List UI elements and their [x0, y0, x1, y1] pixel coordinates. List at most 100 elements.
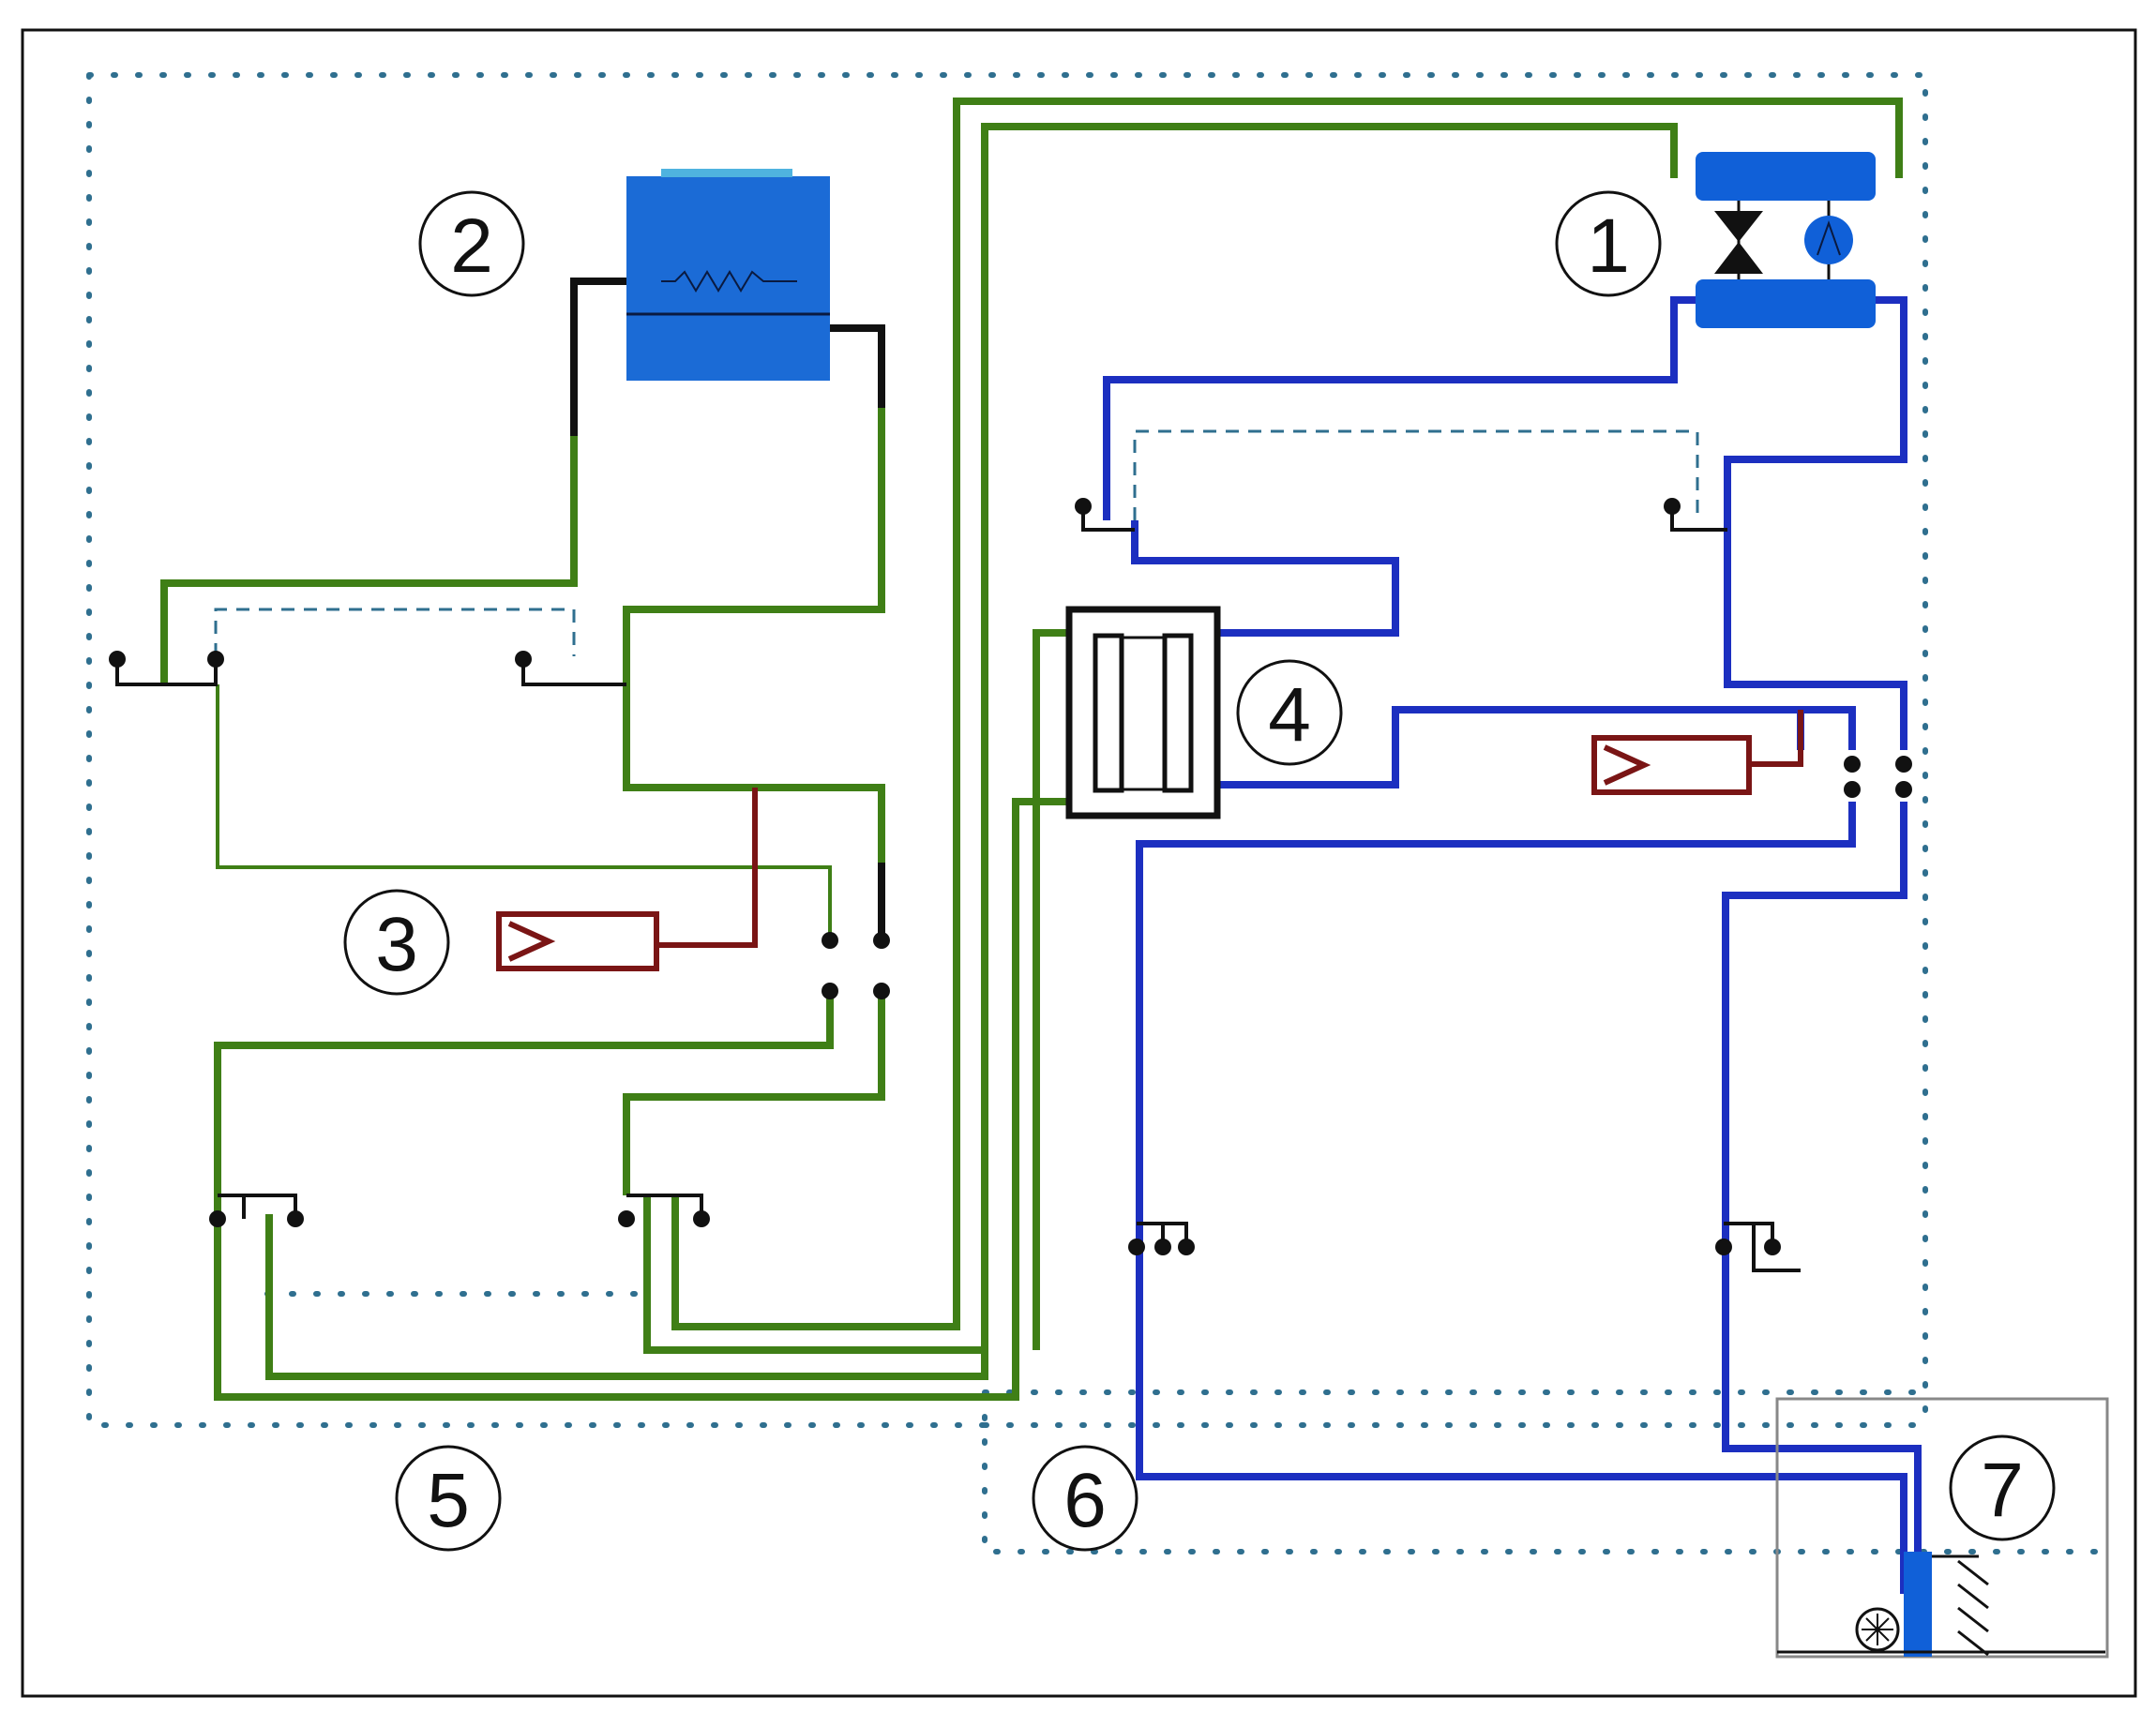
junction-left-1 — [109, 651, 224, 686]
junction-right-1-dot — [1075, 498, 1092, 515]
marker-7-label: 7 — [1981, 1448, 2024, 1533]
marker-5-circle — [395, 1445, 502, 1552]
valve-pair-left — [822, 932, 890, 999]
blue-pipe-hp-left — [1103, 296, 1697, 637]
valve-pair-right-dot-2 — [1895, 756, 1912, 773]
manifold-left-bar — [218, 1194, 297, 1219]
manifold-mid — [618, 1194, 710, 1227]
marker-2-circle — [418, 190, 525, 297]
tank-with-heater-icon — [626, 169, 830, 381]
junction-right-2-dot — [1664, 498, 1681, 515]
manifold-blue-right-dot-2 — [1764, 1239, 1781, 1255]
marker-6-label: 6 — [1063, 1458, 1107, 1543]
valve-pair-left-dot-1 — [822, 932, 838, 949]
blue-pipe-hx-loop — [1217, 706, 1856, 788]
marker-2-label: 2 — [450, 203, 493, 289]
electric-heater-top-icon — [1591, 735, 1752, 795]
manifold-blue-left — [1128, 1222, 1195, 1255]
junction-right-2 — [1664, 498, 1727, 532]
compressor-icon — [1804, 216, 1853, 264]
valve-pair-left-dot-3 — [822, 983, 838, 999]
junction-left-1-dot-a — [109, 651, 126, 668]
zone-5-boundary — [86, 72, 1928, 1428]
marker-4: 4 — [1236, 659, 1343, 766]
tank-body — [626, 176, 830, 381]
plate-heat-exchanger-icon — [1065, 606, 1221, 819]
heater-top-pipe — [1749, 710, 1803, 767]
compressor-symbol — [1817, 219, 1841, 256]
ground-source-unit-icon — [1775, 1397, 2109, 1659]
manifold-mid-dot-2 — [693, 1210, 710, 1227]
green-pipe-tank-left — [160, 436, 578, 684]
blue-pipe-return — [1136, 802, 1907, 1594]
green-pipe-mid-loop-2 — [671, 98, 1903, 1330]
heater-top-symbol — [1603, 744, 1651, 786]
manifold-left-dot-1 — [209, 1210, 226, 1227]
heater-left-body — [496, 911, 659, 971]
heat-pump-condenser — [1696, 152, 1876, 201]
heat-exchanger-frame — [1065, 606, 1221, 819]
dotted-zone-boundaries — [86, 72, 2108, 1554]
valve-pair-left-dot-2 — [873, 932, 890, 949]
green-pipe-left-return — [214, 994, 834, 1214]
marker-5: 5 — [395, 1445, 502, 1552]
junction-right-1 — [1075, 498, 1135, 532]
marker-7-circle — [1949, 1434, 2056, 1541]
heat-exchanger-plate-2 — [1162, 633, 1194, 793]
blue-pipe-ground — [1722, 802, 1922, 1594]
green-pipe-inner-loop — [265, 123, 1678, 1380]
manifold-blue-left-dot-3 — [1178, 1239, 1195, 1255]
marker-5-label: 5 — [427, 1458, 470, 1543]
green-circuit — [160, 98, 1903, 1401]
tank-connection-pipes — [570, 278, 885, 938]
marker-3-label: 3 — [375, 902, 418, 987]
green-pipe-bypass — [216, 684, 832, 938]
marker-3-circle — [343, 889, 450, 996]
junction-left-2 — [515, 651, 626, 686]
valve-pair-left-dot-4 — [873, 983, 890, 999]
zone-6-boundary — [982, 1389, 2108, 1554]
marker-1: 1 — [1555, 190, 1662, 297]
ground-unit-fan-blades — [1862, 1614, 1893, 1645]
blue-pipe-hp-right — [1724, 296, 1907, 750]
tank-lid — [661, 169, 792, 177]
marker-2: 2 — [418, 190, 525, 297]
marker-3: 3 — [343, 889, 450, 996]
tank-heating-coil — [661, 270, 797, 293]
blue-circuit — [1103, 296, 1922, 1594]
heater-pipes — [656, 710, 1803, 948]
ground-unit-hatching — [1777, 1554, 2105, 1657]
green-pipe-outer-loop — [214, 798, 1069, 1401]
manifold-blue-left-dot-2 — [1154, 1239, 1171, 1255]
green-pipe-hx-feed — [1033, 629, 1069, 1350]
zone-markers: 1 2 3 4 5 6 7 — [343, 190, 2056, 1552]
marker-6-circle — [1032, 1445, 1138, 1552]
junction-left-2-dot — [515, 651, 532, 668]
heater-top-body — [1591, 735, 1752, 795]
manifold-left — [209, 1194, 304, 1227]
valve-pair-right-dot-4 — [1895, 781, 1912, 798]
marker-7: 7 — [1949, 1434, 2056, 1541]
valve-pair-right-dot-3 — [1844, 781, 1861, 798]
green-pipe-tank-right — [623, 408, 885, 863]
valve-junctions — [109, 498, 1912, 1272]
valve-pair-right-dot-1 — [1844, 756, 1861, 773]
outer-frame — [21, 28, 2137, 1698]
manifold-blue-right-dot-1 — [1715, 1239, 1732, 1255]
ground-unit-collector — [1904, 1552, 1932, 1657]
junction-left-1-dot-b — [207, 651, 224, 668]
junction-left-2-stem — [521, 659, 626, 686]
heat-pump-evaporator — [1696, 279, 1876, 328]
heat-exchanger-plate-1 — [1093, 633, 1124, 793]
manifold-mid-bar — [626, 1194, 703, 1219]
junction-right-2-stem — [1670, 506, 1727, 532]
heater-left-symbol — [507, 921, 556, 962]
marker-1-label: 1 — [1587, 203, 1630, 289]
tank-outlet-pipe — [830, 324, 885, 408]
manifold-blue-right — [1715, 1222, 1801, 1272]
electric-heater-icon — [496, 911, 659, 971]
marker-6: 6 — [1032, 1445, 1138, 1552]
green-pipe-mid-loop-1 — [643, 1195, 985, 1354]
manifold-blue-right-bar — [1724, 1222, 1801, 1272]
